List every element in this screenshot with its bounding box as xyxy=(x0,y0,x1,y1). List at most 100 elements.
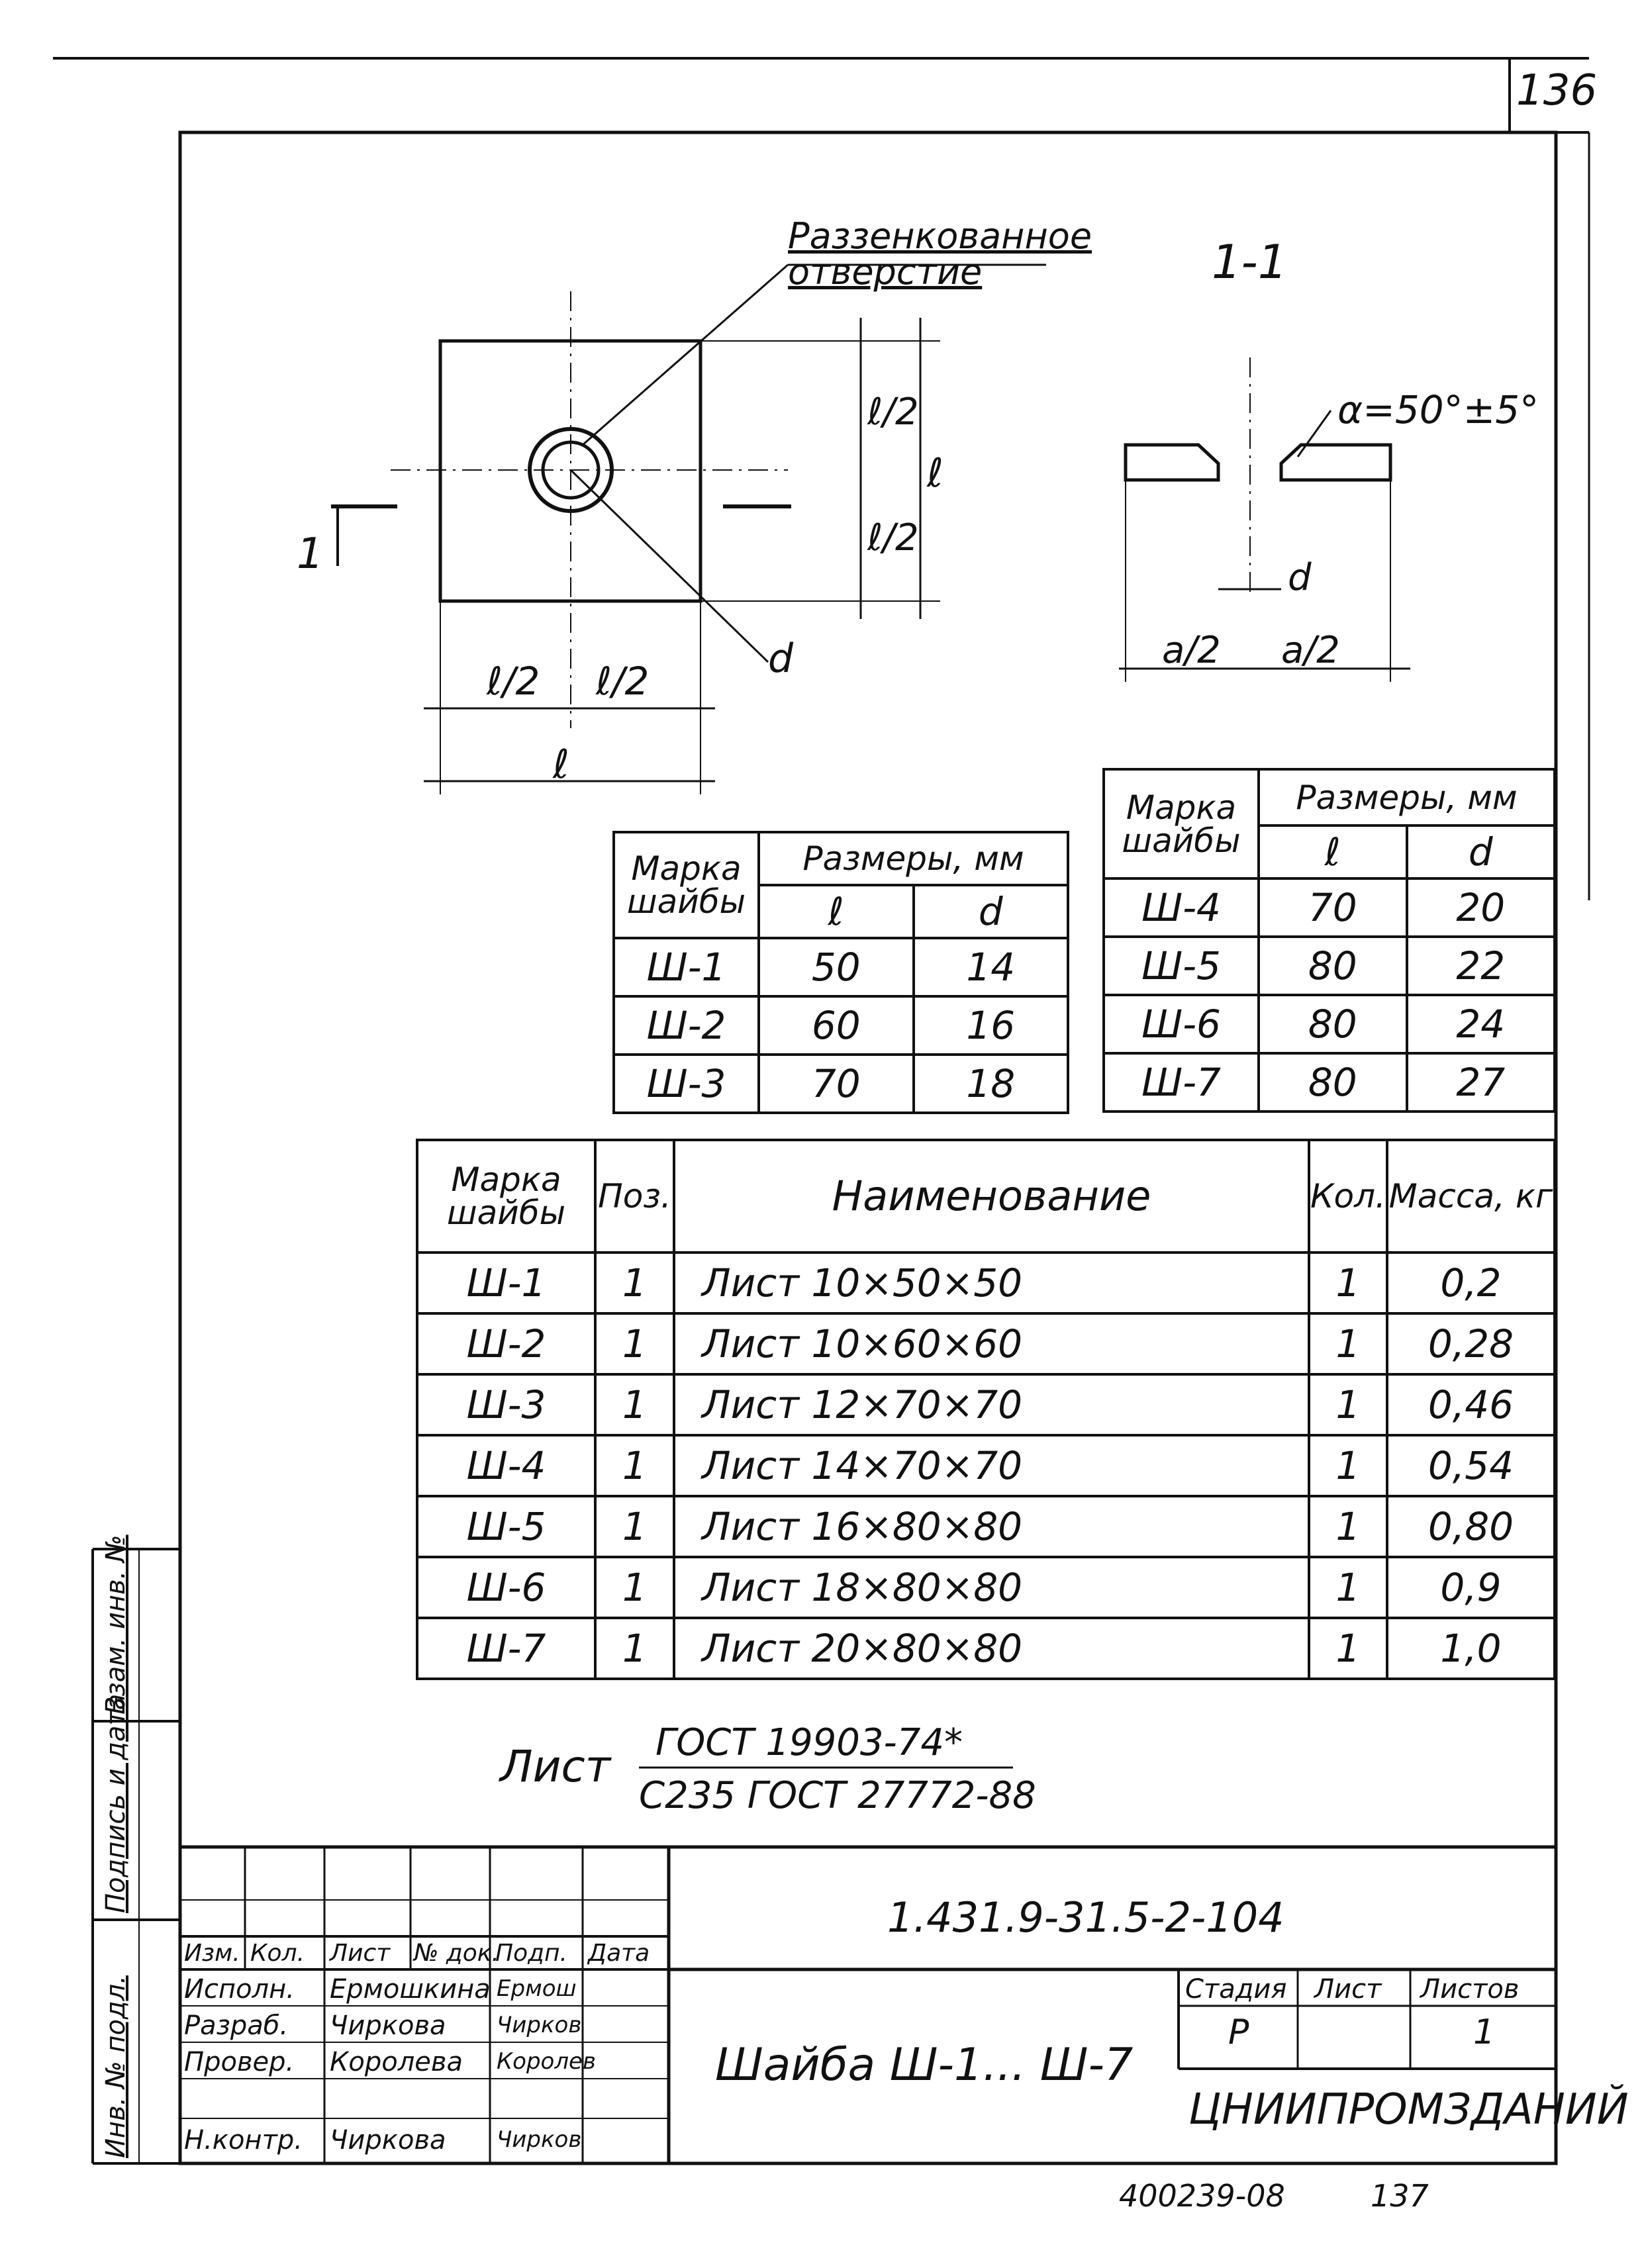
cell-qty: 1 xyxy=(1308,1373,1388,1437)
cell-d: 22 xyxy=(1405,935,1556,996)
col-header-list: Лист xyxy=(330,1940,391,1967)
table-row: Ш-3 1 Лист 12×70×70 1 0,46 xyxy=(416,1373,1557,1437)
spec-name-header: Наименование xyxy=(673,1139,1310,1254)
role-4-name: Чиркова xyxy=(330,2125,446,2155)
sizes-left-sizes-header: Размеры, мм xyxy=(757,831,1069,886)
cell-l: 50 xyxy=(757,937,915,998)
table-row: Ш-6 80 24 xyxy=(1102,994,1556,1055)
sizes-right-mark-header: Марка шайбы xyxy=(1102,768,1260,880)
col-header-sign: Подп. xyxy=(495,1940,567,1967)
cell-d: 18 xyxy=(912,1053,1069,1114)
cell-mark: Ш-6 xyxy=(416,1556,597,1619)
table-row: Ш-4 70 20 xyxy=(1102,877,1556,938)
cell-pos: 1 xyxy=(594,1373,675,1437)
cell-name: Лист 20×80×80 xyxy=(673,1617,1310,1680)
cell-pos: 1 xyxy=(594,1556,675,1619)
cell-pos: 1 xyxy=(594,1495,675,1558)
cell-mark: Ш-7 xyxy=(1102,1052,1260,1113)
cell-pos: 1 xyxy=(594,1312,675,1376)
cell-pos: 1 xyxy=(594,1617,675,1680)
cell-mass: 0,9 xyxy=(1385,1556,1557,1619)
side-label-replace: Взам. инв. № xyxy=(101,1535,131,1715)
table-row: Ш-5 1 Лист 16×80×80 1 0,80 xyxy=(416,1495,1557,1558)
cell-name: Лист 10×50×50 xyxy=(673,1251,1310,1315)
doc-code: 1.431.9-31.5-2-104 xyxy=(887,1893,1284,1942)
cell-qty: 1 xyxy=(1308,1251,1388,1315)
cell-qty: 1 xyxy=(1308,1617,1388,1680)
dim-half-l-right: ℓ/2 xyxy=(596,659,650,704)
sheets-header: Листов xyxy=(1420,1974,1520,2005)
cell-qty: 1 xyxy=(1308,1495,1388,1558)
material-note-numerator: ГОСТ 19903-74* xyxy=(655,1721,963,1764)
dim-half-l-left: ℓ/2 xyxy=(487,659,540,704)
cell-mark: Ш-4 xyxy=(416,1434,597,1497)
cell-mark: Ш-7 xyxy=(416,1617,597,1680)
cell-l: 70 xyxy=(1257,877,1408,938)
org-name: ЦНИИПРОМЗДАНИЙ xyxy=(1188,2085,1629,2134)
table-row: Ш-1 50 14 xyxy=(612,937,1069,998)
cell-d: 27 xyxy=(1405,1052,1556,1113)
cell-d: 14 xyxy=(912,937,1069,998)
sizes-right-l-header: ℓ xyxy=(1257,824,1408,880)
role-2-name: Чиркова xyxy=(330,2010,446,2041)
spec-mass-header: Масса, кг xyxy=(1385,1139,1557,1254)
cell-l: 80 xyxy=(1257,1052,1408,1113)
cell-mass: 0,2 xyxy=(1385,1251,1557,1315)
role-3-name: Королева xyxy=(330,2047,463,2077)
cell-mark: Ш-5 xyxy=(1102,935,1260,996)
cell-mark: Ш-4 xyxy=(1102,877,1260,938)
dim-d-plan: d xyxy=(768,636,794,682)
sizes-left-mark-header: Марка шайбы xyxy=(612,831,760,939)
dim-l-bottom: ℓ xyxy=(553,741,569,788)
col-header-date: Дата xyxy=(588,1940,650,1967)
page-number: 136 xyxy=(1516,66,1598,115)
washer-section-view xyxy=(1119,357,1410,682)
col-header-izm: Изм. xyxy=(184,1940,240,1967)
table-row: Ш-3 70 18 xyxy=(612,1053,1069,1114)
role-1-name: Ермошкина xyxy=(330,1974,491,2005)
cell-mark: Ш-5 xyxy=(416,1495,597,1558)
col-header-doc: № док. xyxy=(414,1940,499,1967)
section-title: 1-1 xyxy=(1212,235,1288,289)
title-block-frame xyxy=(91,1548,1556,2165)
sizes-right-sizes-header: Размеры, мм xyxy=(1257,768,1556,827)
cell-l: 70 xyxy=(757,1053,915,1114)
cell-mark: Ш-3 xyxy=(416,1373,597,1437)
cell-l: 80 xyxy=(1257,935,1408,996)
table-row: Ш-2 60 16 xyxy=(612,995,1069,1056)
sheet-header: Лист xyxy=(1314,1974,1382,2005)
cell-mark: Ш-1 xyxy=(416,1251,597,1315)
cell-mass: 0,80 xyxy=(1385,1495,1557,1558)
table-row: Ш-6 1 Лист 18×80×80 1 0,9 xyxy=(416,1556,1557,1619)
dim-half-a-left: a/2 xyxy=(1162,629,1221,672)
spec-table: Марка шайбы Поз. Наименование Кол. Масса… xyxy=(416,1139,1557,1680)
cell-name: Лист 10×60×60 xyxy=(673,1312,1310,1376)
material-note-denominator: С235 ГОСТ 27772-88 xyxy=(639,1774,1036,1817)
side-label-sign: Подпись и дата xyxy=(101,1693,131,1913)
material-note-label: Лист xyxy=(500,1741,611,1792)
angle-label: α=50°±5° xyxy=(1337,387,1539,432)
sheets-value: 1 xyxy=(1473,2012,1496,2052)
callout-label-line1: Раззенкованное xyxy=(788,215,1092,257)
cell-d: 24 xyxy=(1405,994,1556,1055)
sizes-left-d-header: d xyxy=(912,884,1069,939)
sizes-left-l-header: ℓ xyxy=(757,884,915,939)
role-1: Исполн. xyxy=(184,1974,295,2005)
cell-name: Лист 16×80×80 xyxy=(673,1495,1310,1558)
cell-l: 60 xyxy=(757,995,915,1056)
spec-qty-header: Кол. xyxy=(1308,1139,1388,1254)
role-2: Разраб. xyxy=(184,2010,289,2041)
cell-mark: Ш-3 xyxy=(612,1053,760,1114)
side-label-inv: Инв. № подл. xyxy=(101,1975,131,2158)
section-mark-label: 1 xyxy=(297,530,324,579)
sizes-right-d-header: d xyxy=(1405,824,1556,880)
table-row: Ш-1 1 Лист 10×50×50 1 0,2 xyxy=(416,1251,1557,1315)
dim-half-l-lower: ℓ/2 xyxy=(867,516,919,559)
role-3-sign: Королев xyxy=(497,2048,597,2075)
cell-d: 16 xyxy=(912,995,1069,1056)
cell-pos: 1 xyxy=(594,1251,675,1315)
cell-qty: 1 xyxy=(1308,1556,1388,1619)
cell-pos: 1 xyxy=(594,1434,675,1497)
cell-mass: 0,54 xyxy=(1385,1434,1557,1497)
